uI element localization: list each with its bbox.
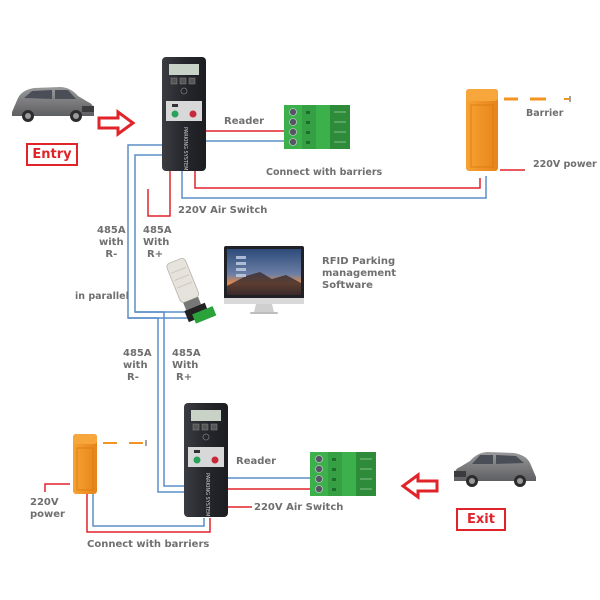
wire-air-switch-entry bbox=[147, 170, 171, 217]
parking-terminal-icon: PARKING SYSTEM bbox=[162, 57, 206, 171]
bus-lower-label-r-plus-line3: R+ bbox=[176, 372, 193, 383]
terminal-block-icon bbox=[284, 105, 350, 149]
bus-label-r-plus-line1: 485A bbox=[143, 225, 172, 236]
software-label-line3: Software bbox=[322, 280, 373, 291]
barrier-gate-icon bbox=[73, 434, 147, 494]
exit-badge: Exit bbox=[456, 508, 506, 531]
software-label: RFID Parking management Software bbox=[322, 256, 396, 292]
bus-label-r-minus-line3: R- bbox=[105, 249, 118, 260]
wires-entry bbox=[127, 130, 525, 493]
entry-power-label: 220V power bbox=[533, 159, 597, 170]
device-brand-text: PARKING SYSTEM bbox=[182, 127, 188, 170]
exit-power-label: 220V power bbox=[30, 497, 65, 521]
bus-lower-label-r-plus: 485A With R+ bbox=[172, 348, 201, 384]
terminal-block-icon bbox=[310, 452, 376, 496]
entry-badge: Entry bbox=[26, 143, 78, 166]
car-icon bbox=[454, 452, 536, 487]
entry-reader-label: Reader bbox=[224, 116, 265, 127]
bus-lower-label-r-minus-line3: R- bbox=[127, 372, 139, 383]
bus-label-r-minus-line1: 485A bbox=[97, 225, 126, 236]
bus-label-r-minus-line2: with bbox=[99, 237, 124, 248]
software-label-line2: management bbox=[322, 268, 397, 279]
arrow-left-icon bbox=[400, 472, 439, 500]
monitor-icon bbox=[224, 246, 304, 314]
device-brand-text: PARKING SYSTEM bbox=[204, 473, 210, 516]
exit-power-label-line1: 220V bbox=[30, 497, 59, 508]
bus-lower-label-r-minus: 485A with R- bbox=[123, 348, 152, 384]
bus-lower-label-r-plus-line1: 485A bbox=[172, 348, 201, 359]
bus-label-r-minus: 485A with R- bbox=[97, 225, 126, 261]
wire-barrier-blue bbox=[181, 170, 487, 199]
in-parallel-label: in parallel bbox=[75, 291, 129, 302]
exit-reader-label: Reader bbox=[236, 456, 277, 467]
software-label-line1: RFID Parking bbox=[322, 256, 396, 267]
bus-lower-label-r-minus-line1: 485A bbox=[123, 348, 152, 359]
exit-connect-barriers-label: Connect with barriers bbox=[87, 539, 210, 550]
arrow-right-icon bbox=[97, 109, 136, 137]
rs485-converter-icon bbox=[166, 257, 217, 324]
bus-lower-label-r-plus-line2: With bbox=[172, 360, 199, 371]
entry-air-switch-label: 220V Air Switch bbox=[178, 205, 268, 216]
wire-exit-power bbox=[44, 483, 70, 492]
entry-connect-barriers-label: Connect with barriers bbox=[266, 167, 383, 178]
exit-air-switch-label: 220V Air Switch bbox=[254, 502, 344, 513]
wires-exit bbox=[44, 477, 315, 533]
exit-power-label-line2: power bbox=[30, 509, 65, 520]
bus-label-r-plus: 485A With R+ bbox=[143, 225, 172, 261]
car-icon bbox=[12, 87, 94, 122]
wire-barrier-red bbox=[194, 170, 481, 189]
parking-terminal-icon: PARKING SYSTEM bbox=[184, 403, 228, 517]
wire-exit-barrier-red bbox=[86, 494, 211, 533]
wire-exit-barrier-blue bbox=[92, 494, 205, 527]
bus-lower-label-r-minus-line2: with bbox=[123, 360, 148, 371]
bus-label-r-plus-line2: With bbox=[143, 237, 170, 248]
barrier-label: Barrier bbox=[526, 108, 564, 119]
barrier-gate-icon bbox=[466, 89, 571, 171]
bus-label-r-plus-line3: R+ bbox=[147, 249, 164, 260]
